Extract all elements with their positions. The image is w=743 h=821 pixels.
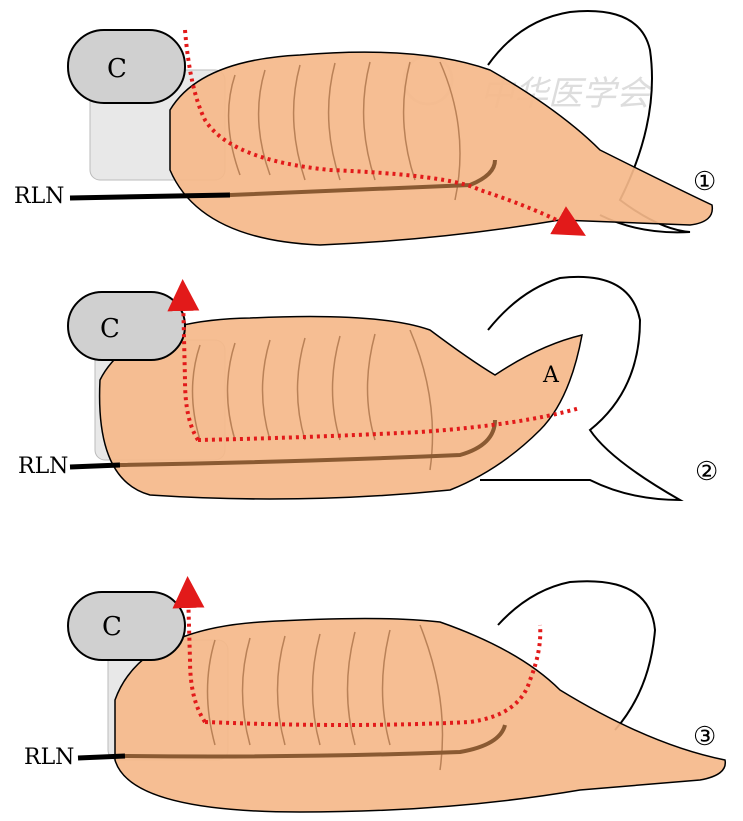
dissection-path — [204, 624, 543, 727]
cricoid-cartilage — [67, 291, 186, 361]
panel-2: C A RLN ② — [18, 276, 718, 502]
rln-nerve-course — [124, 724, 507, 759]
panel-number: ③ — [693, 722, 716, 752]
cartilage-label: C — [107, 54, 127, 84]
cricoid-cartilage — [67, 29, 186, 104]
nerve-label: RLN — [14, 184, 64, 209]
outline-structure — [480, 276, 684, 502]
outline-structure — [487, 10, 691, 234]
panel-1: C RLN ① — [14, 10, 716, 246]
dissection-path — [183, 29, 586, 236]
panel-number: ① — [693, 167, 716, 197]
region-label: A — [542, 363, 560, 388]
rln-nerve — [77, 753, 126, 761]
cricoid-cartilage — [67, 591, 186, 661]
nerve-label: RLN — [24, 745, 74, 770]
thyroid-lobe — [169, 51, 714, 246]
rln-nerve-course — [229, 159, 497, 197]
tracheal-rings — [191, 329, 434, 471]
rln-nerve-course — [119, 419, 497, 467]
outline-structure — [497, 580, 657, 731]
panel-number: ② — [695, 457, 718, 487]
nerve-label: RLN — [18, 454, 68, 479]
panel-3: C RLN ③ — [24, 576, 727, 813]
cartilage-label: C — [102, 612, 122, 642]
rln-nerve — [69, 462, 121, 470]
dissection-path-up — [172, 576, 207, 724]
rln-nerve — [69, 192, 231, 201]
dissection-path — [197, 406, 581, 442]
thyroid-lobe — [114, 617, 727, 813]
cartilage-label: C — [100, 314, 120, 344]
